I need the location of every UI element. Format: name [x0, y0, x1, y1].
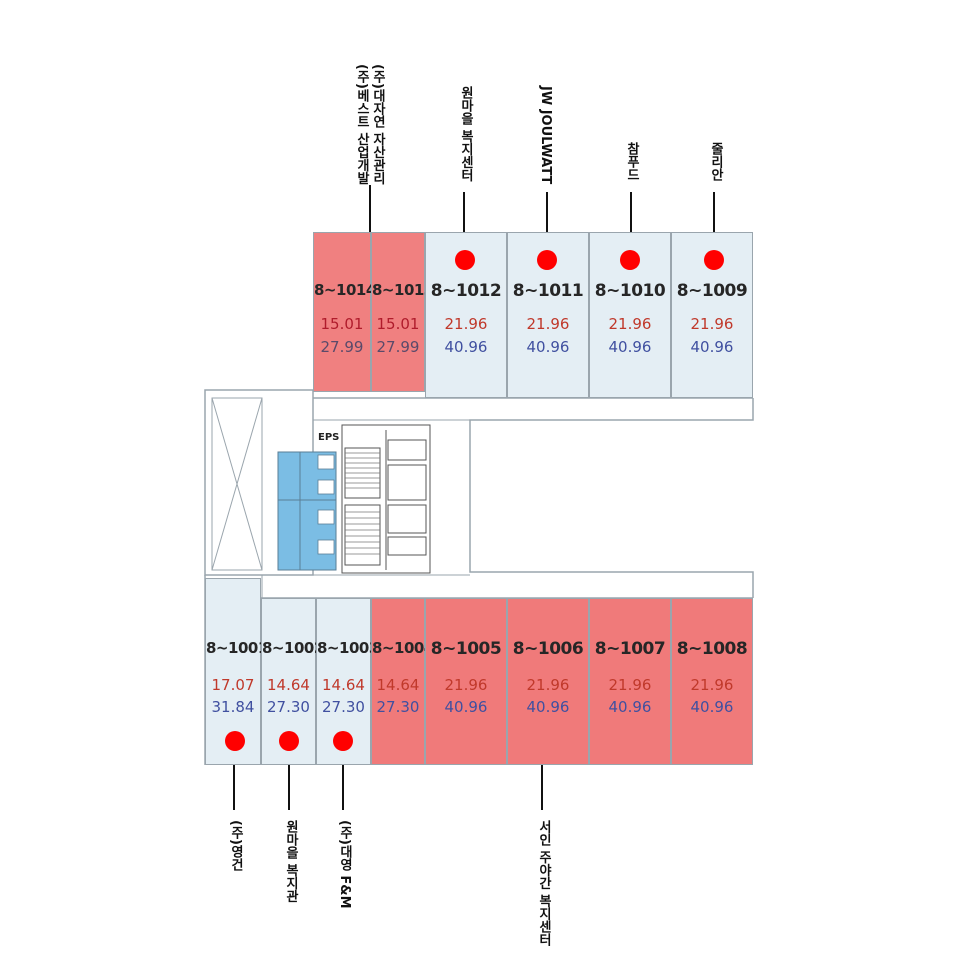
unit-8-1003[interactable]: 8~1003 14.64 27.30	[316, 598, 379, 765]
vacancy-marker	[455, 250, 475, 270]
leader-line	[546, 192, 548, 232]
unit-area-2: 27.30	[322, 698, 365, 716]
unit-8-1007[interactable]: 8~1007 21.96 40.96	[589, 598, 671, 765]
tenant-label-1002: 원마을 복지관	[283, 820, 298, 903]
unit-area-2: 40.96	[444, 338, 488, 356]
unit-8-1006[interactable]: 8~1006 21.96 40.96	[507, 598, 589, 765]
unit-area-2: 27.99	[376, 338, 420, 356]
tenant-label-1005-1008: 서인 주야간 복지센터	[536, 820, 551, 947]
unit-8-1004[interactable]: 8~1004 14.64 27.30	[371, 598, 434, 765]
unit-code: 8~1001	[206, 639, 268, 657]
unit-code: 8~1013	[372, 281, 434, 299]
tenant-label-1011: JW JOULWATT	[538, 86, 553, 185]
tenant-label-1001: (주)영건	[228, 820, 243, 871]
tenant-label-1003: (주)대영 F&M	[337, 820, 352, 909]
unit-8-1001[interactable]: 8~1001 17.07 31.84	[205, 578, 268, 765]
unit-area-1: 21.96	[444, 315, 488, 333]
unit-area-1: 21.96	[444, 676, 488, 694]
unit-code: 8~1005	[430, 639, 502, 659]
unit-area-2: 40.96	[526, 698, 570, 716]
unit-8-1009[interactable]: 8~1009 21.96 40.96	[671, 232, 753, 398]
unit-area-2: 31.84	[211, 698, 255, 716]
unit-code: 8~1003	[317, 639, 379, 657]
unit-area-1: 21.96	[526, 676, 570, 694]
unit-code: 8~1012	[430, 281, 502, 301]
unit-area-2: 40.96	[526, 338, 570, 356]
unit-code: 8~1002	[262, 639, 324, 657]
unit-area-2: 27.30	[267, 698, 310, 716]
unit-area-1: 15.01	[376, 315, 420, 333]
vacancy-marker	[333, 731, 353, 751]
unit-area-2: 40.96	[608, 698, 652, 716]
leader-line	[342, 765, 344, 810]
unit-code: 8~1011	[512, 281, 584, 301]
unit-code: 8~1014	[314, 281, 376, 299]
leader-line	[713, 192, 715, 232]
leader-line	[541, 765, 543, 810]
unit-area-1: 21.96	[690, 676, 734, 694]
unit-area-1: 14.64	[267, 676, 310, 694]
vacancy-marker	[704, 250, 724, 270]
unit-area-2: 27.99	[320, 338, 364, 356]
unit-8-1005[interactable]: 8~1005 21.96 40.96	[425, 598, 507, 765]
unit-8-1013[interactable]: 8~1013 15.01 27.99	[371, 232, 434, 392]
unit-code: 8~1007	[594, 639, 666, 659]
unit-area-2: 27.30	[376, 698, 420, 716]
tenant-label-1014: (주)베스트 산업개발	[354, 64, 369, 185]
leader-line	[463, 192, 465, 232]
leader-line	[369, 185, 371, 232]
unit-8-1011[interactable]: 8~1011 21.96 40.96	[507, 232, 589, 398]
leader-line	[288, 765, 290, 810]
unit-code: 8~1009	[676, 281, 748, 301]
vacancy-marker	[537, 250, 557, 270]
vacancy-marker	[279, 731, 299, 751]
unit-area-1: 21.96	[526, 315, 570, 333]
unit-code: 8~1010	[594, 281, 666, 301]
unit-area-2: 40.96	[690, 698, 734, 716]
unit-code: 8~1008	[676, 639, 748, 659]
leader-line	[233, 765, 235, 810]
unit-area-1: 14.64	[322, 676, 365, 694]
unit-area-2: 40.96	[444, 698, 488, 716]
unit-area-2: 40.96	[608, 338, 652, 356]
unit-area-2: 40.96	[690, 338, 734, 356]
unit-8-1014[interactable]: 8~1014 15.01 27.99	[313, 232, 376, 392]
unit-area-1: 21.96	[690, 315, 734, 333]
unit-area-1: 21.96	[608, 676, 652, 694]
unit-area-1: 21.96	[608, 315, 652, 333]
unit-8-1002[interactable]: 8~1002 14.64 27.30	[261, 598, 324, 765]
leader-line	[630, 192, 632, 232]
unit-code: 8~1006	[512, 639, 584, 659]
unit-8-1008[interactable]: 8~1008 21.96 40.96	[671, 598, 753, 765]
unit-8-1012[interactable]: 8~1012 21.96 40.96	[425, 232, 507, 398]
tenant-label-1009: 줄리안	[708, 142, 723, 181]
vacancy-marker	[620, 250, 640, 270]
tenant-label-1013: (주)대자연 자산관리	[370, 64, 385, 185]
tenant-label-1010: 참푸드	[624, 142, 639, 181]
tenant-label-1012: 원마을 복지센터	[458, 86, 473, 182]
unit-area-1: 15.01	[320, 315, 364, 333]
eps-label: EPS	[318, 432, 340, 443]
unit-code: 8~1004	[372, 639, 434, 657]
vacancy-marker	[225, 731, 245, 751]
unit-area-1: 17.07	[211, 676, 255, 694]
unit-8-1010[interactable]: 8~1010 21.96 40.96	[589, 232, 671, 398]
unit-area-1: 14.64	[376, 676, 420, 694]
